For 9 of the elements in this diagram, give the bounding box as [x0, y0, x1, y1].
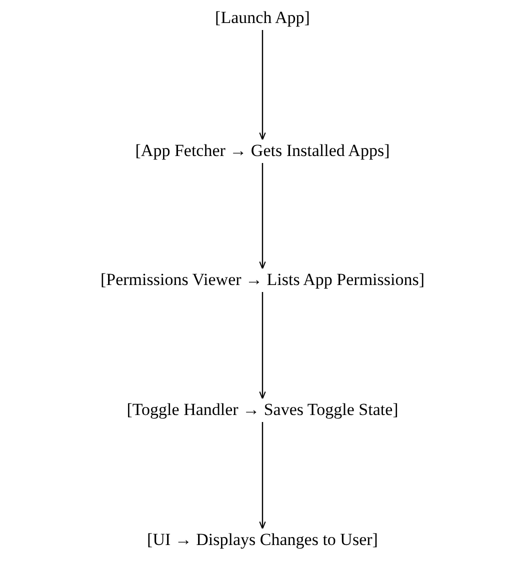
step-label: [Permissions Viewer → Lists App Permissions] [100, 268, 425, 292]
step-label: [Toggle Handler → Saves Toggle State] [126, 398, 398, 422]
arrow [259, 30, 266, 140]
step-label: [Launch App] [215, 6, 310, 30]
step-label: [UI → Displays Changes to User] [147, 528, 378, 552]
arrow [259, 163, 266, 270]
step-label: [App Fetcher → Gets Installed Apps] [135, 139, 390, 163]
arrow [259, 292, 266, 400]
arrow [259, 422, 266, 530]
